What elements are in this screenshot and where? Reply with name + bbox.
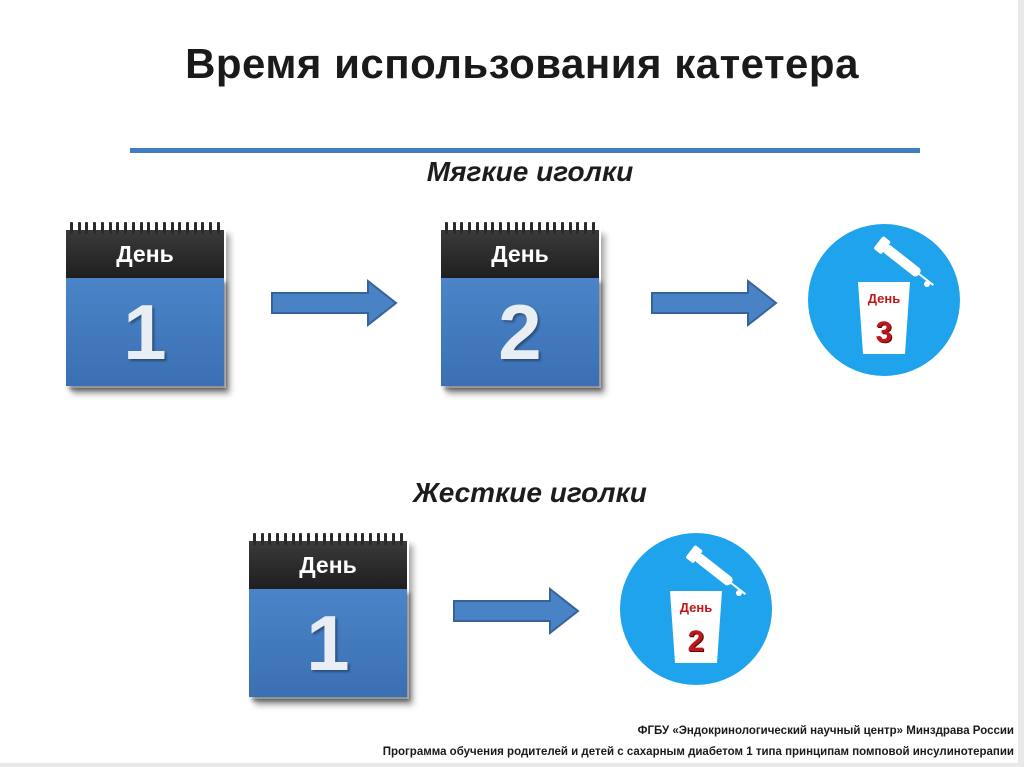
calendar-header: День	[441, 230, 599, 278]
disposal-day-number: 2	[687, 625, 705, 658]
section-label-hard: Жесткие иголки	[413, 477, 647, 508]
calendar-icon: День 1	[249, 533, 407, 697]
calendar-day-number: 1	[306, 598, 350, 687]
footer-organization: ФГБУ «Эндокринологический научный центр»…	[637, 725, 1014, 737]
calendar-header: День	[66, 230, 224, 278]
calendar-body: 1	[66, 278, 224, 386]
sharps-disposal-icon: День 3	[808, 224, 960, 376]
right-arrow-icon	[651, 278, 778, 328]
disposal-day-label: День	[867, 291, 901, 306]
right-arrow-icon	[453, 586, 580, 636]
slide-title: Время использования катетера	[185, 40, 859, 87]
calendar-body: 2	[441, 278, 599, 386]
sharps-disposal-graphic	[808, 224, 960, 376]
title-underline	[130, 148, 920, 153]
calendar-rings	[253, 533, 403, 545]
calendar-icon: День 2	[441, 222, 599, 386]
sharps-disposal-icon: День 2	[620, 533, 772, 685]
sharps-disposal-graphic	[620, 533, 772, 685]
calendar-icon: День 1	[66, 222, 224, 386]
calendar-header: День	[249, 541, 407, 589]
right-arrow-icon	[271, 278, 398, 328]
calendar-day-number: 1	[123, 287, 167, 376]
disposal-day-label: День	[679, 600, 713, 615]
calendar-rings	[70, 222, 220, 234]
section-label-soft: Мягкие иголки	[426, 156, 634, 187]
calendar-body: 1	[249, 589, 407, 697]
calendar-rings	[445, 222, 595, 234]
calendar-day-number: 2	[498, 287, 542, 376]
footer-program: Программа обучения родителей и детей с с…	[382, 746, 1014, 758]
disposal-day-number: 3	[875, 316, 893, 349]
